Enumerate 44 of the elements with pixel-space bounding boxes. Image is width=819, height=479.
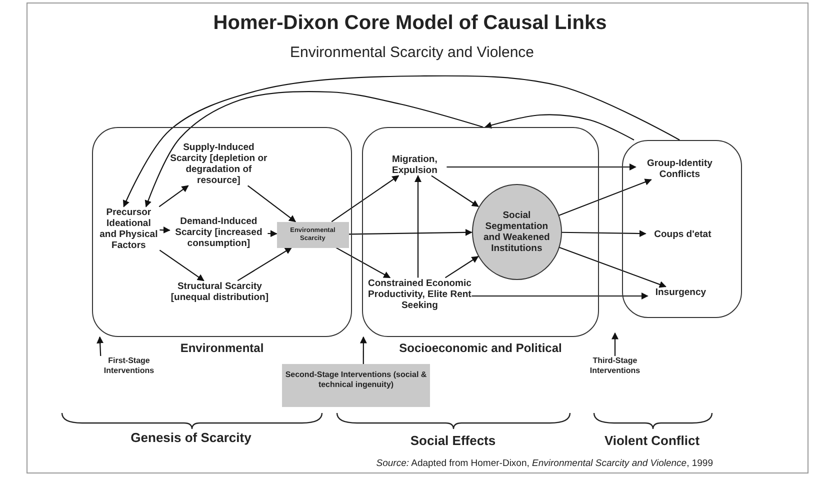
arrow: [237, 247, 292, 282]
panel-heading: Environmental: [179, 341, 265, 355]
intervention-label: First-Stage Interventions: [86, 356, 172, 376]
group-label: Violent Conflict: [603, 433, 701, 448]
factor-label: Group-Identity Conflicts: [636, 158, 724, 180]
arrow: [484, 114, 634, 140]
source-caption: Source: Adapted from Homer-Dixon, Environmental Scarcity and Violence, 1999: [375, 458, 713, 469]
arrow: [336, 247, 391, 278]
factor-label: Demand-Induced Scarcity [increased consumption]: [170, 216, 268, 249]
intervention-box: Second-Stage Interventions (social & technical ingenuity): [282, 364, 430, 407]
region-panel: [622, 140, 742, 318]
arrow: [559, 246, 666, 288]
panel-heading: Socioeconomic and Political: [398, 341, 563, 355]
arrow: [158, 185, 189, 208]
intervention-label: Third-Stage Interventions: [576, 356, 654, 376]
group-label: Genesis of Scarcity: [130, 430, 252, 445]
arrow: [562, 230, 646, 238]
group-label: Social Effects: [409, 433, 497, 448]
arrow: [446, 164, 636, 170]
arrow: [331, 175, 400, 222]
arrow: [445, 256, 479, 278]
arrow: [414, 175, 422, 278]
arrow: [558, 178, 652, 216]
factor-label: Migration, Expulsion: [382, 154, 447, 176]
diagram-title: Homer-Dixon Core Model of Causal Links: [212, 12, 608, 35]
factor-label: Structural Scarcity [unequal distribution]: [160, 280, 280, 303]
arrow: [360, 336, 367, 364]
institution-circle: Social Segmentation and Weakened Institutions: [472, 184, 562, 280]
arrow: [472, 292, 648, 300]
arrow: [431, 175, 479, 207]
arrow: [123, 75, 680, 208]
arrow: [348, 228, 472, 236]
arrow: [247, 185, 296, 222]
arrow: [96, 336, 104, 356]
factor-label: Constrained Economic Productivity, Elite Rent Seeking: [368, 278, 472, 311]
factor-label: Precursor Ideational and Physical Factors: [98, 206, 160, 251]
arrow: [160, 226, 170, 234]
arrow: [144, 90, 484, 208]
arrow: [612, 332, 618, 356]
arrow: [268, 230, 278, 238]
arrow: [159, 250, 204, 282]
factor-label: Supply-Induced Scarcity [depletion or degradation of resource]: [170, 142, 268, 186]
factor-label: Coups d'etat: [646, 228, 720, 240]
factor-label: Insurgency: [648, 286, 714, 298]
